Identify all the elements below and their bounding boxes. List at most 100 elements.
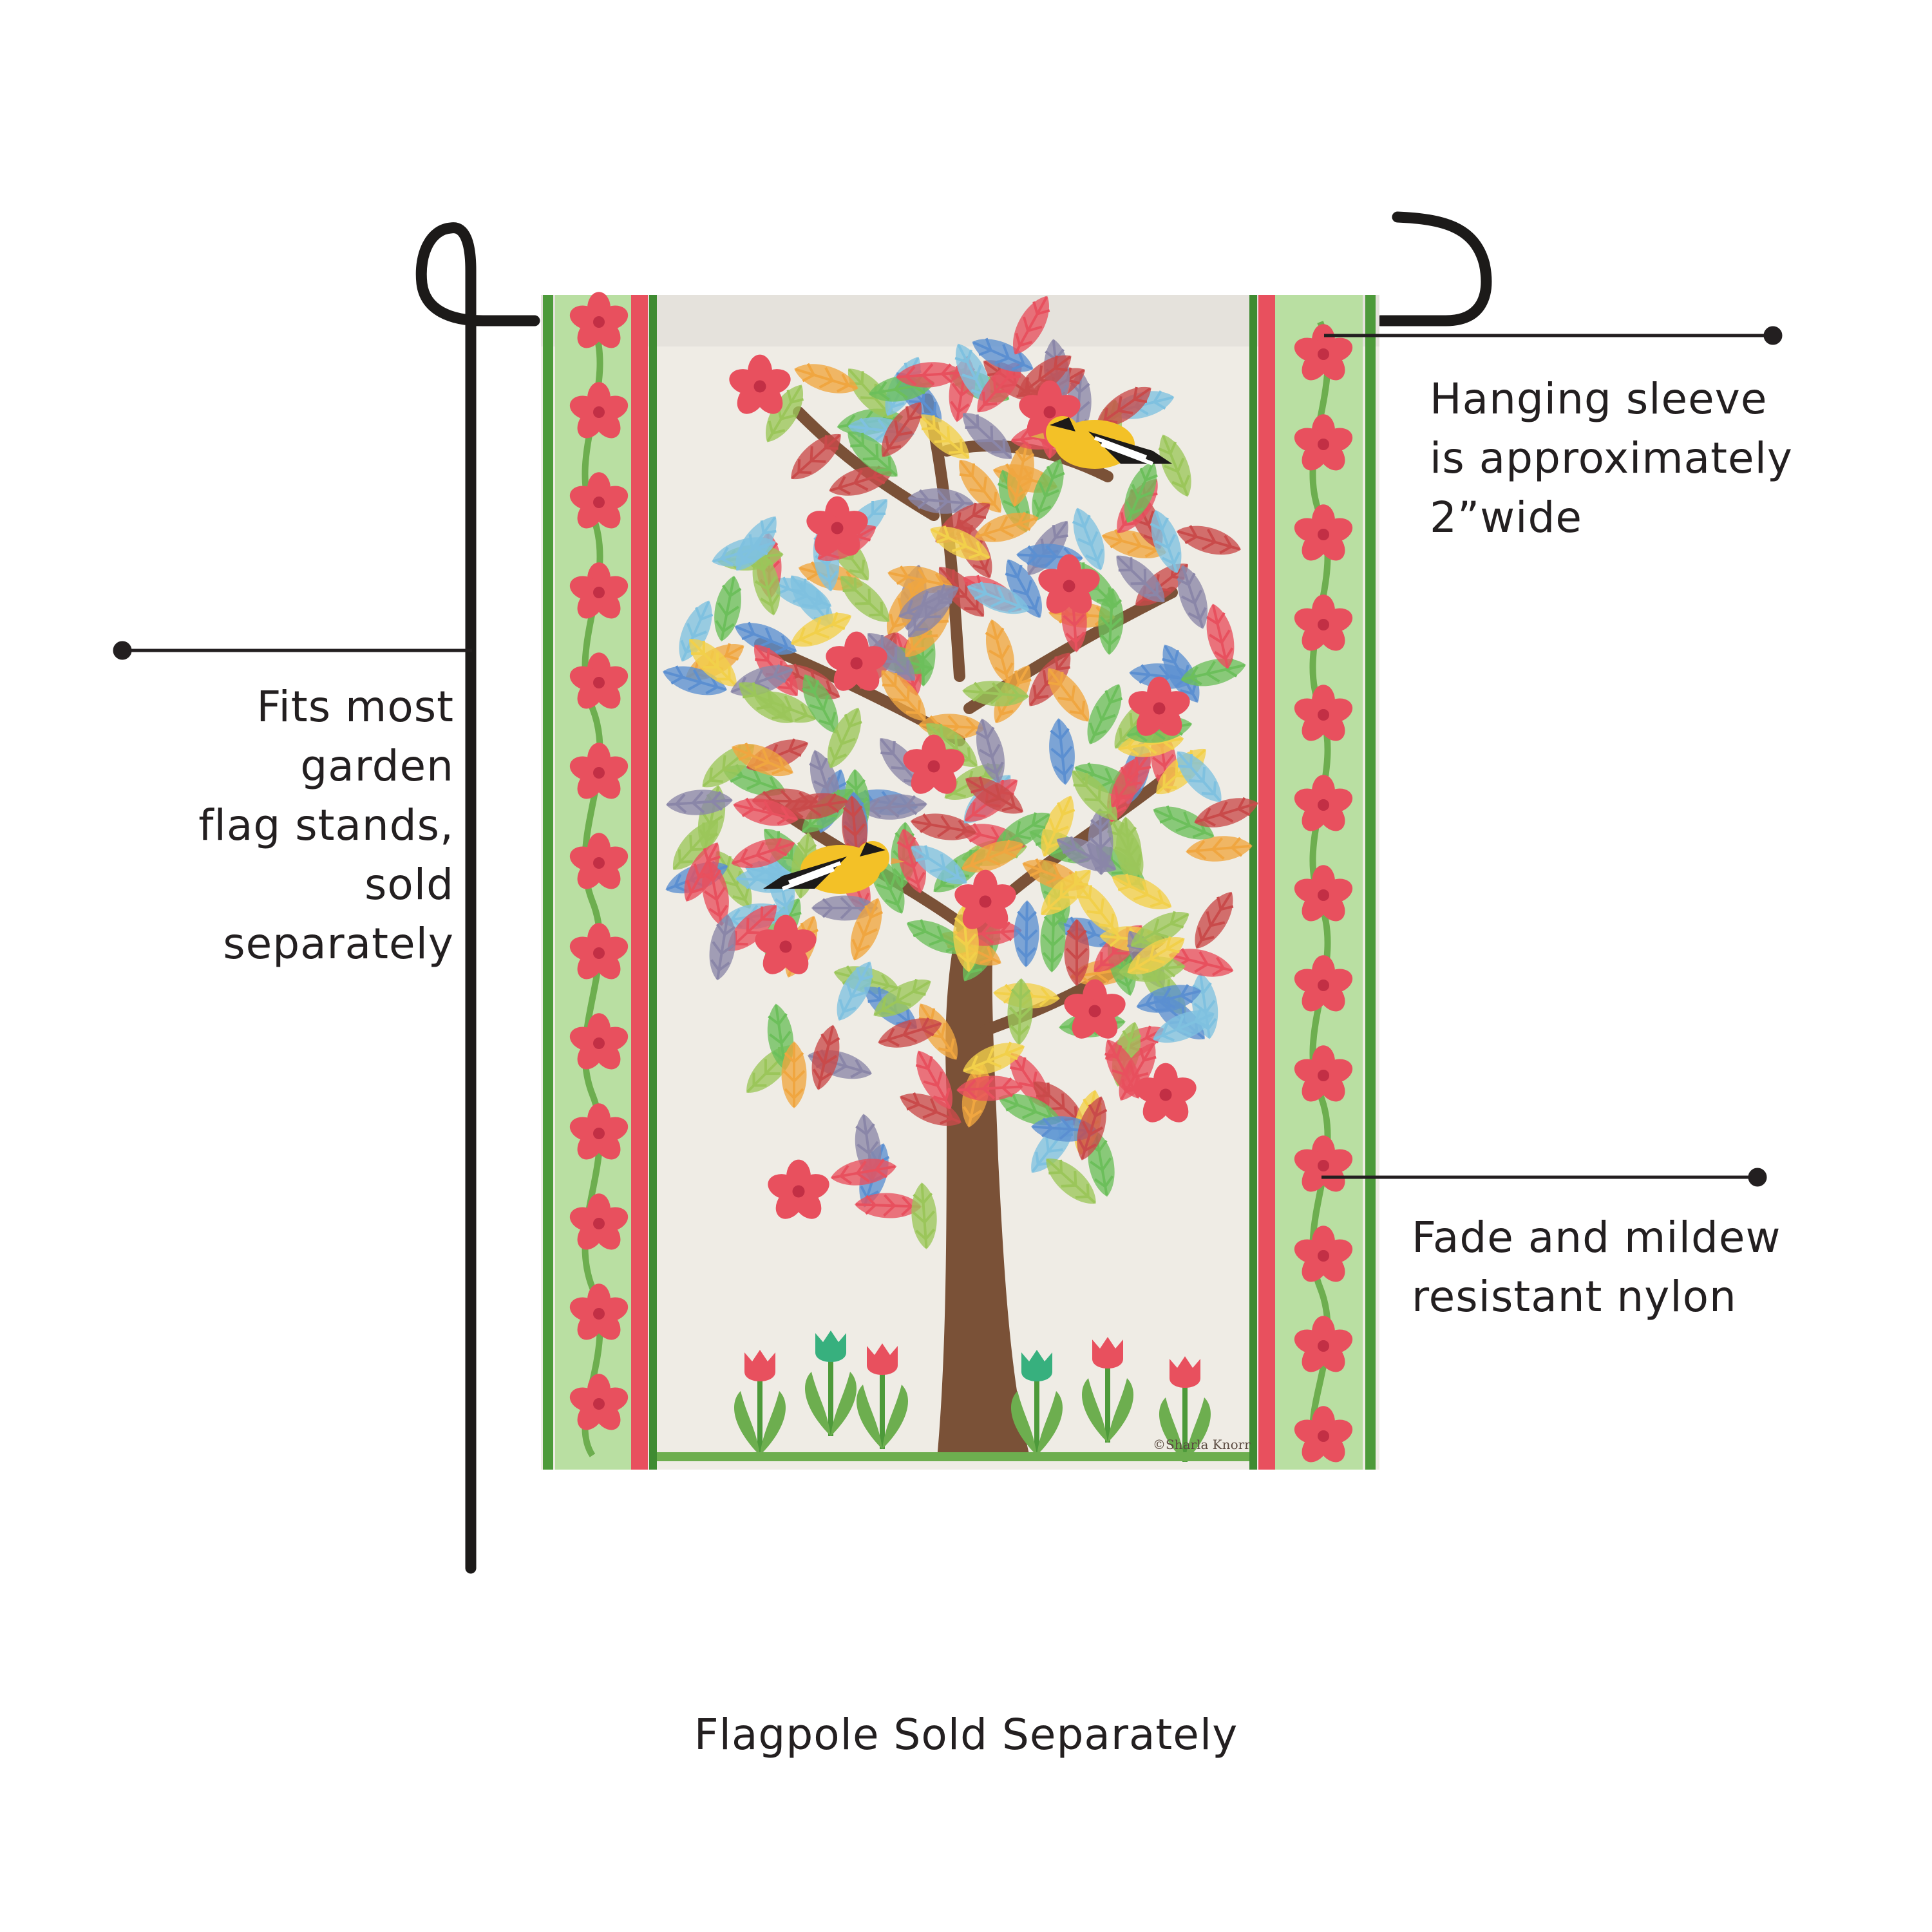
sleeve-callout-line: 2”wide — [1430, 493, 1582, 542]
leaf-icon — [1177, 565, 1208, 629]
flagpole-note-text: Flagpole Sold Separately — [694, 1710, 1238, 1759]
leaf-icon — [1101, 529, 1167, 558]
flower-icon — [569, 652, 629, 709]
hanging-sleeve — [541, 295, 1379, 346]
flower-icon — [826, 631, 887, 691]
leaf-icon — [1127, 936, 1185, 974]
canopy-flowers — [729, 354, 1197, 1219]
leaf-icon — [1124, 461, 1158, 523]
leaf-icon — [781, 1041, 807, 1108]
flower-icon — [1294, 1045, 1353, 1102]
leaf-icon — [794, 363, 858, 393]
flower-icon — [569, 1103, 629, 1160]
nylon-leader-dot — [1748, 1168, 1767, 1187]
flower-icon — [569, 562, 629, 619]
flower-icon — [1294, 324, 1353, 381]
leaf-icon — [727, 905, 777, 951]
leaf-icon — [1064, 919, 1090, 986]
garden-flag: ©Sharla Knorr — [541, 292, 1379, 1470]
leaf-icon — [1013, 296, 1050, 355]
leaf-icon — [907, 587, 954, 638]
leaf-icon — [961, 839, 1024, 873]
callout-lines — [113, 326, 1783, 1187]
leaf-icon — [769, 576, 832, 610]
leaf-icon — [911, 845, 967, 884]
tulip-icon — [1011, 1350, 1063, 1455]
border-flowers — [569, 292, 1353, 1463]
tulip-icon — [857, 1343, 908, 1449]
leaf-icon — [972, 337, 1034, 372]
leaf-icon — [974, 511, 1039, 542]
leaf-icon — [977, 361, 1022, 413]
leaf-icon — [954, 343, 990, 404]
leaf-icon — [1072, 507, 1105, 571]
leaf-icon — [1007, 440, 1035, 507]
leaf-icon — [959, 460, 1001, 513]
flower-icon — [1294, 1226, 1353, 1282]
leaf-icon — [1072, 770, 1118, 820]
leaf-icon — [732, 743, 793, 777]
leaf-icon — [782, 793, 849, 820]
tulip-icon — [1159, 1356, 1211, 1462]
leaf-icon — [1041, 869, 1091, 916]
leaf-icon — [881, 402, 922, 457]
bird-icon — [763, 841, 905, 894]
leaf-icon — [830, 1159, 897, 1186]
leaf-icon — [689, 639, 737, 687]
nylon-callout-line: resistant nylon — [1412, 1272, 1737, 1321]
leaf-icon — [1162, 644, 1200, 703]
nylon-callout-line: Fade and mildew — [1412, 1213, 1781, 1262]
flower-icon — [1294, 865, 1353, 922]
stands-callout-line: Fits most garden — [256, 682, 454, 791]
leaf-icon — [1116, 555, 1165, 603]
flower-icon — [954, 869, 1016, 929]
leaf-icon — [1049, 718, 1075, 785]
stands-leader-dot — [113, 641, 132, 660]
flag-stand — [415, 211, 1492, 1574]
leaf-icon — [962, 1041, 1025, 1075]
leaf-icon — [1153, 1009, 1215, 1043]
leaf-icon — [1047, 668, 1090, 722]
leaf-icon — [962, 681, 1029, 706]
leaf-icon — [985, 619, 1014, 685]
leaf-icon — [1007, 978, 1033, 1045]
flower-icon — [755, 914, 817, 974]
leaf-icon — [881, 670, 926, 721]
flagpole-note: Flagpole Sold Separately — [0, 1705, 1932, 1765]
leaf-icon — [1087, 684, 1123, 744]
leaf-icon — [829, 465, 893, 496]
leaf-icon — [1107, 817, 1144, 876]
leaf-icon — [967, 581, 1030, 614]
leaf-icon — [907, 488, 974, 514]
stands-callout: Fits most garden flag stands, sold separ… — [97, 677, 454, 974]
flower-icon — [569, 833, 629, 889]
leaf-icon — [766, 384, 804, 442]
sleeve-callout-line: is approximately — [1430, 433, 1793, 483]
leaf-icon — [1206, 603, 1235, 669]
flower-icon — [1294, 1316, 1353, 1372]
leaf-icon — [1194, 797, 1258, 828]
leaf-icon — [998, 1092, 1061, 1126]
leaf-icon — [733, 797, 799, 826]
leaf-icon — [896, 362, 963, 388]
leaf-icon — [911, 1182, 937, 1249]
sleeve-callout-line: Hanging sleeve — [1430, 374, 1768, 424]
leaf-icon — [828, 707, 862, 769]
bird-icon — [1030, 416, 1172, 469]
artist-signature: ©Sharla Knorr — [1153, 1437, 1251, 1452]
flower-icon — [1294, 504, 1353, 561]
flower-icon — [1294, 775, 1353, 831]
leaf-icon — [684, 842, 721, 902]
flower-icon — [569, 292, 629, 348]
flower-icon — [569, 1013, 629, 1070]
flower-icon — [569, 1374, 629, 1430]
flower-icon — [729, 354, 791, 414]
flag-stand-pole — [415, 222, 540, 1574]
flower-icon — [569, 382, 629, 439]
sleeve-leader-dot — [1763, 326, 1783, 345]
leaf-icon — [840, 576, 890, 622]
leaf-icon — [1076, 882, 1119, 934]
leaf-icon — [1150, 509, 1182, 574]
leaf-icon — [666, 790, 733, 815]
